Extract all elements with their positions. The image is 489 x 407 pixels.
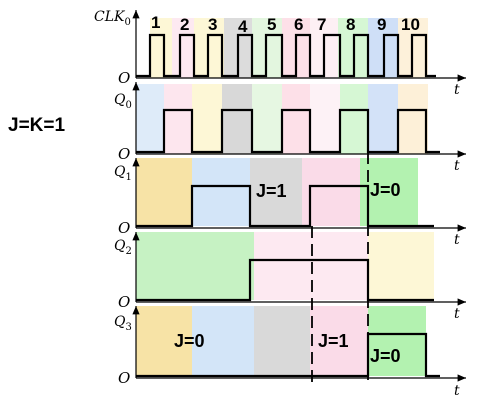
time-label-clk: t [454,82,460,98]
q0-shading [136,84,428,154]
q1-annotation-j0: J=0 [370,180,401,200]
q0-label: Q0 [114,92,132,111]
q2-waveform [136,258,434,302]
pulse-number-2: 2 [180,15,189,34]
pulse-numbers: 1 2 3 4 5 6 7 8 9 10 [151,13,420,36]
pulse-number-5: 5 [267,15,276,34]
q3-annotation-j1: J=1 [318,331,349,351]
time-label-q2: t [454,306,460,322]
signal-labels: CLK0 Q0 Q1 Q2 Q3 [94,9,132,333]
origin-label-q0: O [118,145,130,163]
q3-label: Q3 [114,314,132,333]
q3-waveform [136,332,440,378]
origin-labels: O O O O O [118,69,130,387]
pulse-number-1: 1 [151,13,160,32]
q1-annotation-j1: J=1 [256,181,287,201]
pulse-number-3: 3 [208,15,217,34]
q0-waveform [136,108,440,154]
condition-label: J=K=1 [8,115,65,136]
q3-annotation-j0-left: J=0 [174,331,205,351]
axes [132,9,466,382]
q2-label: Q2 [114,238,132,257]
pulse-number-7: 7 [317,15,326,34]
pulse-number-9: 9 [377,15,386,34]
time-label-q3: t [454,383,460,399]
q3-annotation-j0-right: J=0 [370,346,401,366]
time-label-q1: t [454,232,460,248]
pulse-number-6: 6 [294,15,303,34]
time-label-q0: t [454,158,460,174]
origin-label-q3: O [118,369,130,387]
pulse-number-10: 10 [401,15,420,34]
origin-label-q1: O [118,219,130,237]
q3-shading [136,306,426,376]
pulse-number-4: 4 [238,17,248,36]
dashed-markers [311,152,369,385]
time-labels: t t t t t [454,82,460,399]
q1-shading [136,158,418,226]
j-annotations: J=1 J=0 J=0 J=1 J=0 [174,180,401,366]
pulse-number-8: 8 [346,15,355,34]
clk-waveform [136,33,436,78]
clk-label: CLK0 [94,9,131,28]
q2-shading [136,232,434,300]
q1-label: Q1 [114,164,132,183]
origin-label-clk: O [118,69,130,87]
origin-label-q2: O [118,293,130,311]
